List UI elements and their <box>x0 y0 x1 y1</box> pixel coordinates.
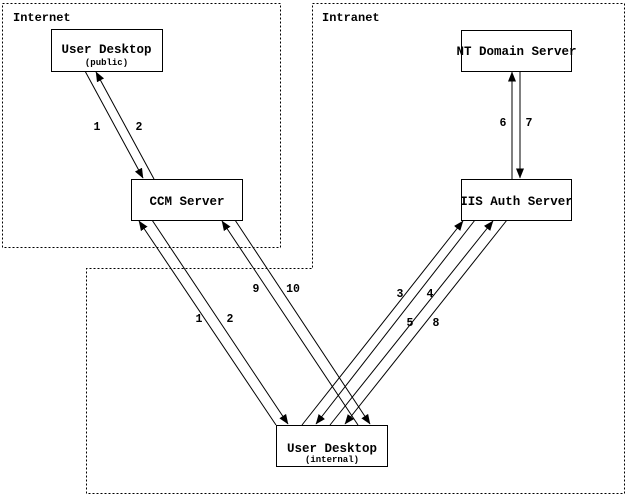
flow-line-8-iis-to-internal <box>344 219 508 425</box>
node-iis-auth-server-title: IIS Auth Server <box>460 195 573 209</box>
flow-line-1-internal-to-ccm <box>138 220 277 426</box>
flow-line-10-ccm-to-internal <box>234 219 371 425</box>
node-user-desktop-public-box <box>51 29 163 72</box>
intranet-zone-border <box>86 3 625 494</box>
node-user-desktop-public: User Desktop (public) <box>51 29 163 72</box>
flow-label-2-internal: 2 <box>227 313 234 326</box>
node-iis-auth-server-box <box>461 179 572 221</box>
node-user-desktop-internal-box <box>276 425 388 467</box>
node-nt-domain-server: NT Domain Server <box>456 30 577 72</box>
flow-line-1-public-to-ccm <box>84 70 144 179</box>
flow-label-3: 3 <box>397 288 404 301</box>
flow-line-2-ccm-to-public <box>95 71 155 180</box>
node-nt-domain-server-title: NT Domain Server <box>456 45 576 59</box>
node-ccm-server: CCM Server <box>131 179 243 221</box>
intranet-zone-label: Intranet <box>322 11 380 25</box>
node-user-desktop-public-subtitle: (public) <box>85 58 128 68</box>
flow-label-6: 6 <box>500 117 507 130</box>
flow-label-1-internal: 1 <box>196 313 203 326</box>
flow-line-5-internal-to-iis <box>329 220 494 426</box>
node-user-desktop-public-title: User Desktop <box>61 43 151 57</box>
flow-line-2-ccm-to-internal <box>151 219 289 425</box>
flow-label-9: 9 <box>253 283 260 296</box>
flow-label-4: 4 <box>427 288 434 301</box>
flow-label-7: 7 <box>526 117 533 130</box>
node-user-desktop-internal-title: User Desktop <box>287 442 377 456</box>
flow-line-4-iis-to-internal <box>315 219 476 425</box>
node-nt-domain-server-box <box>461 30 572 72</box>
node-ccm-server-box <box>131 179 243 221</box>
node-user-desktop-internal-subtitle: (internal) <box>305 455 359 465</box>
node-ccm-server-title: CCM Server <box>149 195 224 209</box>
internet-zone-label: Internet <box>13 11 71 25</box>
internet-zone-border <box>2 3 281 248</box>
node-user-desktop-internal: User Desktop (internal) <box>276 425 388 467</box>
flow-label-10: 10 <box>286 283 300 296</box>
flow-label-1-public: 1 <box>94 121 101 134</box>
flow-label-2-public: 2 <box>136 121 143 134</box>
node-iis-auth-server: IIS Auth Server <box>460 179 573 221</box>
flow-label-8: 8 <box>433 317 440 330</box>
flow-label-5: 5 <box>407 317 414 330</box>
flow-line-3-internal-to-iis <box>301 220 464 426</box>
flow-line-9-internal-to-ccm <box>221 220 359 426</box>
